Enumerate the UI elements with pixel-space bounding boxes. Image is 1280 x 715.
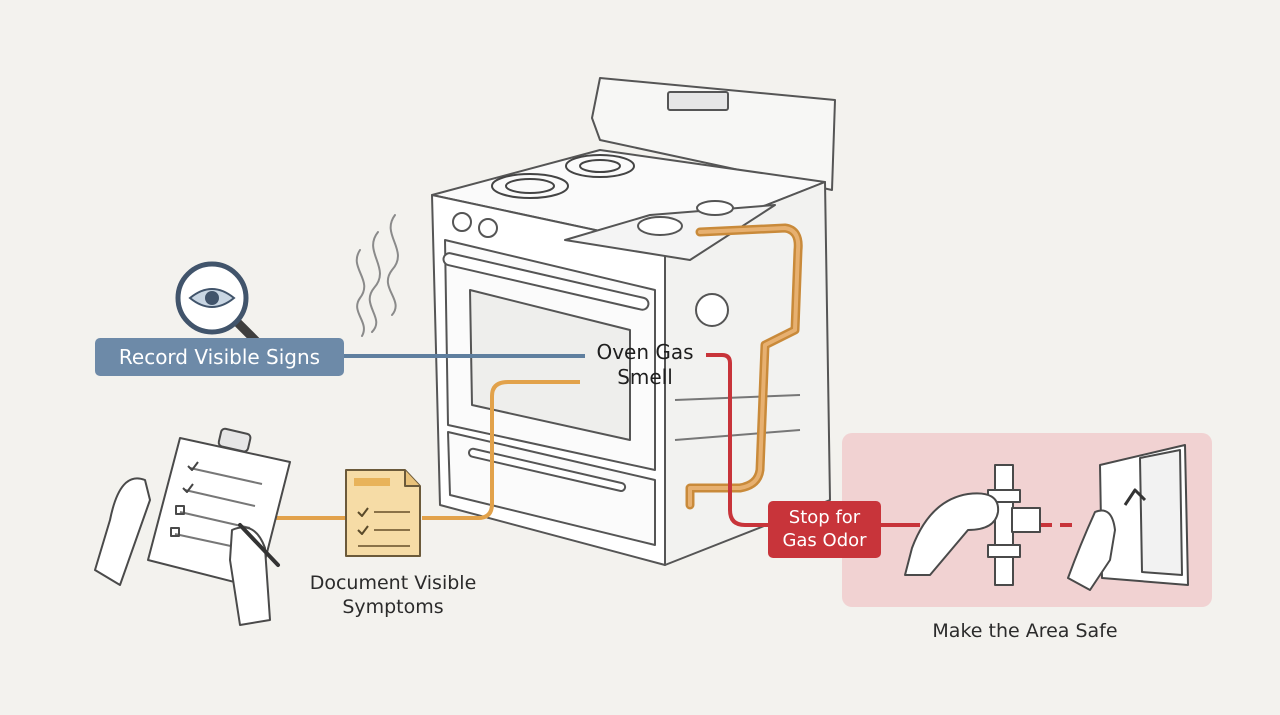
stop-line1: Stop for (788, 507, 861, 528)
connector-stop (706, 353, 768, 527)
stop-line2: Gas Odor (782, 530, 867, 551)
center-topic-line2: Smell (617, 365, 673, 389)
document-symptoms-label: Document Visible Symptoms (288, 572, 498, 620)
stove-valve-icon (695, 293, 729, 327)
connector-document (422, 380, 580, 520)
smell-wave-icon (355, 214, 399, 337)
make-area-safe-label: Make the Area Safe (932, 620, 1118, 642)
center-topic-line1: Oven Gas (596, 340, 694, 364)
stop-for-gas-odor-label: Stop for Gas Odor (768, 501, 881, 558)
clipboard-icon (94, 427, 291, 626)
document-icon (345, 469, 421, 557)
magnifier-eye-icon (175, 261, 261, 346)
center-topic: Oven Gas Smell (575, 340, 715, 390)
window-open-hand-icon (1067, 444, 1189, 591)
document-symptoms-line2: Symptoms (342, 595, 444, 618)
record-visible-signs-label: Record Visible Signs (95, 338, 344, 376)
gas-valve-hand-icon (904, 464, 1041, 586)
document-symptoms-line1: Document Visible (309, 572, 477, 594)
